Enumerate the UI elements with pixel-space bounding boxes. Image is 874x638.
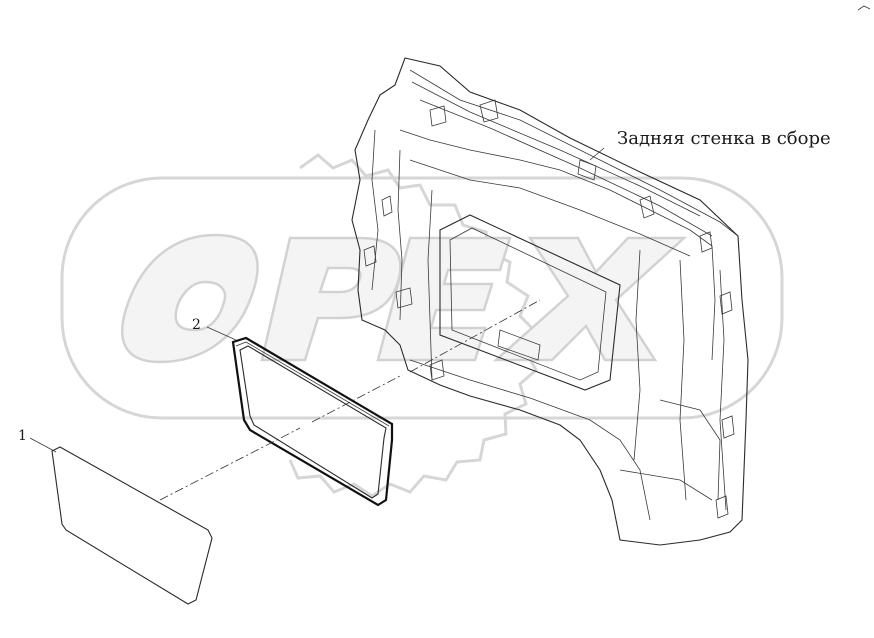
- part-2-label: 2: [192, 317, 201, 333]
- leader-assembly: [589, 147, 605, 161]
- corner-mark: [857, 5, 871, 11]
- watermark-logo: [121, 233, 688, 364]
- part-1-glass: [51, 446, 213, 605]
- leader-part-2: [206, 326, 237, 341]
- leader-lines: [29, 147, 605, 453]
- centerlines: [159, 299, 541, 501]
- part-1-label: 1: [18, 428, 27, 444]
- part-2-seal: [231, 336, 394, 507]
- assembly-label: Задняя стенка в сборе: [617, 128, 831, 149]
- leader-part-1: [29, 437, 57, 453]
- rear-wall-assembly: [351, 57, 749, 546]
- watermark-frame: [60, 176, 784, 420]
